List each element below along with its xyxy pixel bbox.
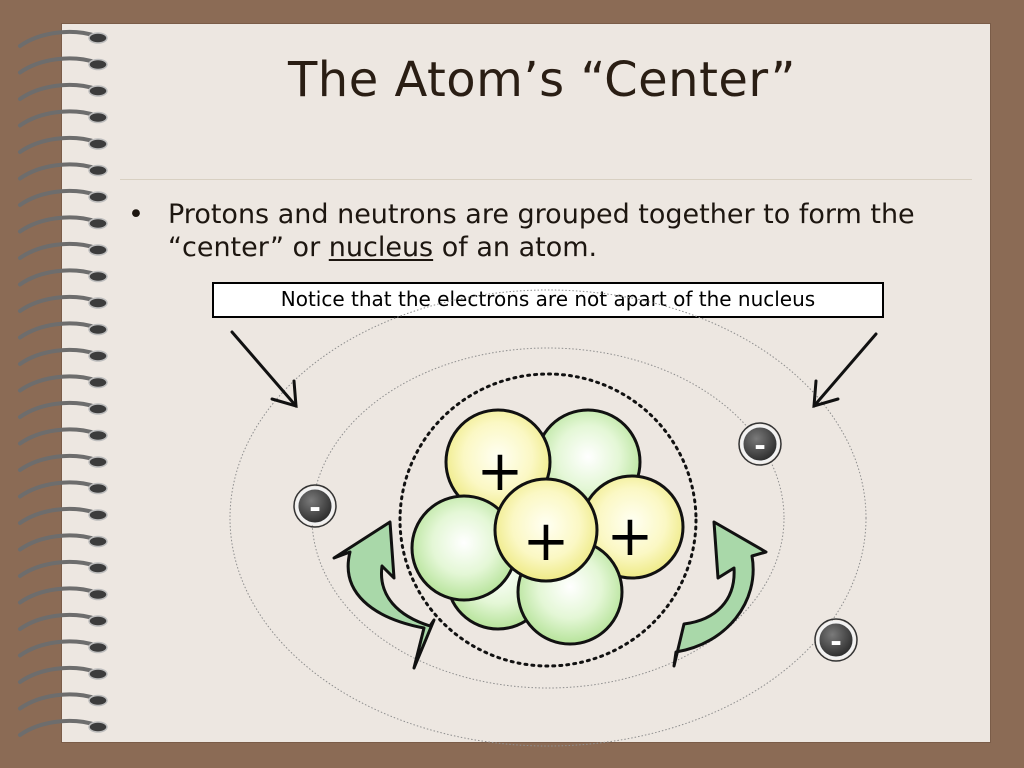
bullet-text-before: Protons and neutrons are grouped togethe…: [168, 199, 915, 263]
nucleus-term: nucleus: [328, 232, 434, 263]
spiral-ring: [18, 162, 98, 181]
spiral-ring: [18, 321, 98, 340]
right-curved-arrow: [672, 520, 768, 668]
outer-orbit: [229, 289, 867, 747]
spiral-hole: [88, 244, 108, 256]
proton: [493, 477, 599, 583]
proton-charge: +: [477, 439, 524, 504]
spiral-hole: [88, 562, 108, 574]
spiral-hole: [88, 694, 108, 707]
spiral-hole: [88, 217, 108, 230]
spiral-hole: [88, 535, 108, 548]
spiral-hole: [88, 429, 108, 442]
spiral-ring: [18, 480, 98, 499]
spiral-ring: [18, 56, 98, 75]
spiral-ring: [18, 692, 98, 711]
spiral-ring: [18, 347, 98, 366]
electron: -: [814, 618, 858, 662]
spiral-hole: [88, 323, 108, 336]
spiral-ring: [18, 400, 98, 419]
spiral-hole: [88, 721, 108, 733]
spiral-ring: [18, 639, 98, 658]
spiral-ring: [18, 586, 98, 605]
spiral-hole: [88, 32, 108, 44]
left-pointer-arrow: [230, 330, 298, 409]
electron-charge: -: [830, 625, 842, 658]
spiral-hole: [88, 85, 108, 97]
spiral-ring: [18, 506, 98, 525]
spiral-ring: [18, 533, 98, 552]
right-pointer-arrow: [812, 332, 878, 409]
spiral-ring: [18, 188, 98, 207]
spiral-hole: [88, 641, 108, 654]
electron: -: [293, 484, 337, 528]
spiral-hole: [88, 164, 108, 177]
spiral-hole: [88, 588, 108, 601]
spiral-hole: [88, 111, 108, 124]
spiral-ring: [18, 665, 98, 684]
spiral-ring: [18, 294, 98, 313]
spiral-ring: [18, 135, 98, 154]
proton-charge: +: [607, 504, 654, 569]
slide-title: The Atom’s “Center”: [287, 52, 797, 108]
proton-charge: +: [523, 509, 570, 574]
electron-charge: -: [309, 491, 321, 524]
spiral-hole: [88, 350, 108, 362]
bullet-text: Protons and neutrons are grouped togethe…: [168, 198, 948, 264]
title-divider: [120, 179, 972, 180]
spiral-ring: [18, 559, 98, 578]
notice-callout: Notice that the electrons are not apart …: [212, 282, 884, 318]
spiral-ring: [18, 82, 98, 101]
spiral-hole: [88, 615, 108, 627]
spiral-ring: [18, 29, 98, 48]
spiral-ring: [18, 215, 98, 234]
spiral-ring: [18, 612, 98, 631]
left-curved-arrow: [332, 520, 436, 670]
spiral-ring: [18, 718, 98, 737]
electron-charge: -: [754, 429, 766, 462]
spiral-ring: [18, 427, 98, 446]
electron: -: [738, 422, 782, 466]
spiral-ring: [18, 109, 98, 128]
spiral-ring: [18, 374, 98, 393]
nucleus-boundary: [398, 372, 698, 668]
spiral-ring: [18, 241, 98, 260]
spiral-hole: [88, 668, 108, 680]
spiral-hole: [88, 509, 108, 521]
spiral-ring: [18, 268, 98, 287]
spiral-ring: [18, 453, 98, 472]
spiral-hole: [88, 58, 108, 71]
spiral-hole: [88, 138, 108, 150]
spiral-hole: [88, 191, 108, 203]
spiral-hole: [88, 376, 108, 389]
bullet-marker: •: [128, 199, 144, 230]
spiral-hole: [88, 482, 108, 495]
spiral-binding: [18, 29, 108, 737]
spiral-hole: [88, 456, 108, 468]
spiral-hole: [88, 403, 108, 415]
bullet-text-after: of an atom.: [433, 232, 598, 263]
spiral-hole: [88, 297, 108, 309]
spiral-hole: [88, 270, 108, 283]
